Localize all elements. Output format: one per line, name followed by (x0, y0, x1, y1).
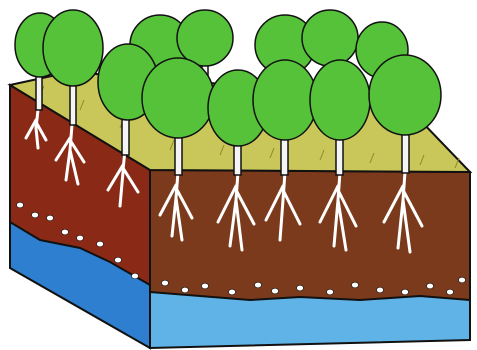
groundwater-front-face (150, 292, 470, 348)
pebble-icon (377, 287, 384, 293)
pebble-icon (77, 235, 84, 241)
pebble-icon (402, 289, 409, 295)
pebble-icon (162, 280, 169, 286)
pebble-icon (255, 282, 262, 288)
pebble-icon (229, 289, 236, 295)
pebble-icon (352, 282, 359, 288)
pebble-icon (17, 202, 24, 208)
pebble-icon (459, 277, 466, 283)
pebble-icon (447, 289, 454, 295)
pebble-icon (427, 283, 434, 289)
pebble-icon (327, 289, 334, 295)
soil-front-face (150, 170, 470, 300)
pebble-icon (182, 287, 189, 293)
pebble-icon (32, 212, 39, 218)
pebble-icon (47, 215, 54, 221)
pebble-icon (132, 273, 139, 279)
pebble-icon (202, 283, 209, 289)
front-face (150, 170, 470, 348)
pebble-icon (62, 229, 69, 235)
pebble-icon (297, 285, 304, 291)
pebble-icon (97, 241, 104, 247)
pebble-icon (115, 257, 122, 263)
pebble-icon (272, 288, 279, 294)
